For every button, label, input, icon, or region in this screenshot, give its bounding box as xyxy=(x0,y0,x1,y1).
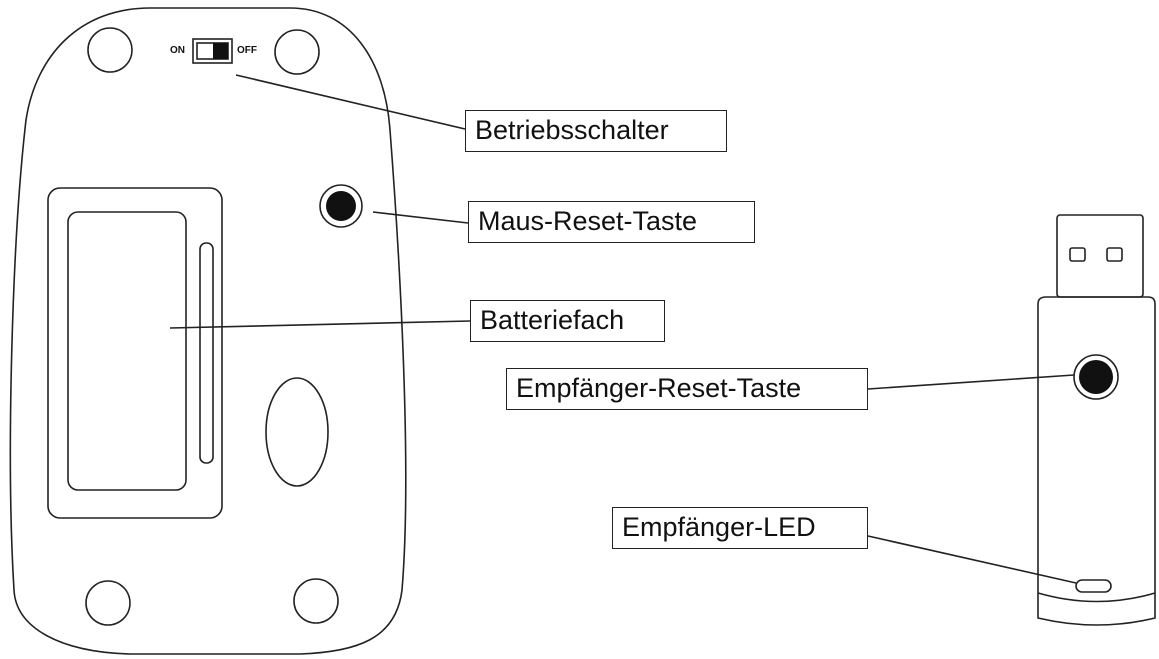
leader-line-receiver-led xyxy=(867,535,1077,584)
callout-power-switch: Betriebsschalter xyxy=(465,110,727,152)
switch-on-label: ON xyxy=(170,45,185,56)
sensor-window xyxy=(265,377,329,487)
receiver-cap-line xyxy=(1037,592,1156,603)
receiver-led xyxy=(1075,579,1112,593)
mouse-reset-button xyxy=(326,191,356,221)
leader-line-receiver-reset xyxy=(867,374,1075,390)
receiver-reset-button xyxy=(1079,360,1113,394)
mouse-reset-button-ring xyxy=(319,184,363,228)
receiver-reset-button-ring xyxy=(1073,354,1119,400)
power-switch-housing xyxy=(192,38,233,64)
leader-line-battery xyxy=(169,320,471,329)
mouse-foot-top-right xyxy=(274,29,320,75)
battery-slot xyxy=(199,242,214,464)
receiver-usb-hole-right xyxy=(1106,247,1123,262)
callout-receiver-reset: Empfänger-Reset-Taste xyxy=(506,368,868,410)
callout-mouse-reset: Maus-Reset-Taste xyxy=(468,201,755,243)
power-switch-knob xyxy=(213,43,228,59)
battery-compartment-inner xyxy=(67,211,187,491)
receiver-body-outline xyxy=(1037,296,1156,626)
callout-battery: Batteriefach xyxy=(470,300,665,342)
receiver-usb-hole-left xyxy=(1069,247,1086,262)
switch-off-label: OFF xyxy=(237,45,257,56)
leader-line-mouse-reset xyxy=(372,211,469,224)
callout-receiver-led: Empfänger-LED xyxy=(612,507,868,549)
battery-compartment-outer xyxy=(47,187,223,519)
mouse-foot-bottom-left xyxy=(85,580,131,626)
mouse-body-outline xyxy=(9,7,407,655)
mouse-foot-top-left xyxy=(87,27,133,73)
leader-line-power-switch xyxy=(235,74,466,130)
mouse-foot-bottom-right xyxy=(293,578,339,624)
